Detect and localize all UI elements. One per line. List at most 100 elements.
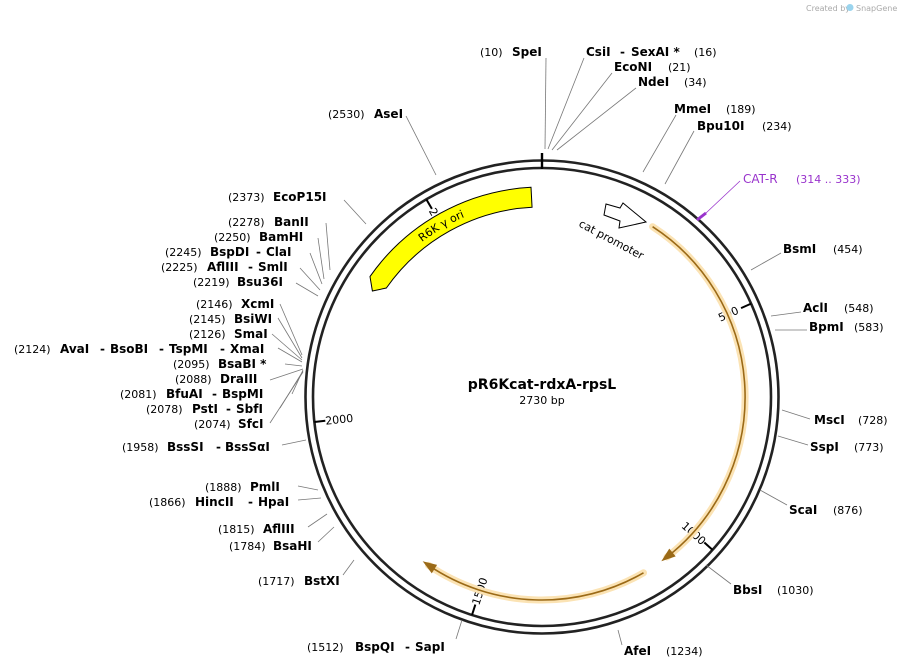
site-pos: (583) <box>854 321 884 334</box>
restriction-site-labels: (10) SpeI CsiI - SexAI * (16) EcoNI (21)… <box>14 45 888 658</box>
site-pos: (34) <box>684 76 707 89</box>
site-name[interactable]: BpmI <box>809 320 844 334</box>
site-name[interactable]: HpaI <box>258 495 289 509</box>
site-pos: (454) <box>833 243 863 256</box>
site-pos: (16) <box>694 46 717 59</box>
site-name[interactable]: XcmI <box>241 297 274 311</box>
site-pos: (1512) <box>307 641 344 654</box>
site-pos: (2225) <box>161 261 198 274</box>
site-separator: - <box>248 495 253 509</box>
site-pos: (1234) <box>666 645 703 658</box>
site-name[interactable]: SpeI <box>512 45 542 59</box>
site-pos: (2245) <box>165 246 202 259</box>
site-name[interactable]: NdeI <box>638 75 669 89</box>
site-name[interactable]: BstXI <box>304 574 340 588</box>
site-name[interactable]: HincII <box>195 495 234 509</box>
site-pos: (2145) <box>189 313 226 326</box>
cat-r-leader <box>705 180 741 214</box>
site-name[interactable]: BamHI <box>259 230 303 244</box>
site-name[interactable]: BsaBI * <box>218 357 267 371</box>
orf-arrowhead-2 <box>422 561 438 574</box>
site-pos: (21) <box>668 61 691 74</box>
site-pos: (1717) <box>258 575 295 588</box>
site-name[interactable]: MmeI <box>674 102 711 116</box>
site-name[interactable]: PmlI <box>250 480 280 494</box>
site-name[interactable]: SfcI <box>238 417 263 431</box>
site-pos: (2530) <box>328 108 365 121</box>
site-name[interactable]: AflIII <box>263 522 295 536</box>
site-name[interactable]: SmlI <box>258 260 288 274</box>
site-name[interactable]: PstI <box>192 402 218 416</box>
site-pos: (728) <box>858 414 888 427</box>
site-separator: - <box>216 440 221 454</box>
site-separator: - <box>100 342 105 356</box>
site-pos: (2074) <box>194 418 231 431</box>
orf-arrow-1[interactable] <box>652 226 746 558</box>
site-pos: (2278) <box>228 216 265 229</box>
site-name[interactable]: XmaI <box>230 342 264 356</box>
site-pos: (2373) <box>228 191 265 204</box>
site-name[interactable]: AflIII <box>207 260 239 274</box>
site-name[interactable]: SexAI * <box>631 45 680 59</box>
site-separator: - <box>212 387 217 401</box>
site-name[interactable]: Bsu36I <box>237 275 283 289</box>
site-pos: (2126) <box>189 328 226 341</box>
site-name[interactable]: EcoP15I <box>273 190 327 204</box>
site-name[interactable]: BfuAI <box>166 387 203 401</box>
ring-tick-2000 <box>314 419 326 423</box>
site-pos: (2078) <box>146 403 183 416</box>
site-name[interactable]: ClaI <box>266 245 291 259</box>
site-name[interactable]: BssSαI <box>225 440 270 454</box>
site-name[interactable]: SapI <box>415 640 445 654</box>
site-pos: (10) <box>480 46 503 59</box>
site-name[interactable]: SspI <box>810 440 839 454</box>
site-pos: (1030) <box>777 584 814 597</box>
site-name[interactable]: ScaI <box>789 503 817 517</box>
site-separator: - <box>248 260 253 274</box>
site-name[interactable]: BsaHI <box>273 539 312 553</box>
orf-arrow-2[interactable] <box>428 564 644 601</box>
site-name[interactable]: AseI <box>374 107 403 121</box>
cat-r-marker[interactable] <box>696 211 707 222</box>
site-name[interactable]: BspDI <box>210 245 249 259</box>
site-name[interactable]: BsmI <box>783 242 816 256</box>
ring-tick-500 <box>740 302 752 310</box>
site-name[interactable]: EcoNI <box>614 60 652 74</box>
plasmid-name: pR6Kcat-rdxA-rpsL <box>468 377 617 393</box>
site-name[interactable]: AfeI <box>624 644 651 658</box>
snapgene-logo-icon <box>846 4 854 11</box>
site-name[interactable]: MscI <box>814 413 845 427</box>
site-separator: - <box>226 402 231 416</box>
site-name[interactable]: BbsI <box>733 583 762 597</box>
site-separator: - <box>159 342 164 356</box>
site-pos: (1784) <box>229 540 266 553</box>
site-name[interactable]: BsoBI <box>110 342 148 356</box>
site-name[interactable]: AclI <box>803 301 828 315</box>
feature-r6k-ori-arrow[interactable] <box>369 186 533 292</box>
cat-r-label: CAT-R <box>743 172 778 186</box>
site-name[interactable]: Bpu10I <box>697 119 744 133</box>
site-pos: (1815) <box>218 523 255 536</box>
site-name[interactable]: DraIII <box>220 372 257 386</box>
site-name[interactable]: CsiI <box>586 45 611 59</box>
site-pos: (2219) <box>193 276 230 289</box>
site-pos: (876) <box>833 504 863 517</box>
site-name[interactable]: AvaI <box>60 342 89 356</box>
site-pos: (2095) <box>173 358 210 371</box>
site-separator: - <box>620 45 625 59</box>
site-pos: (234) <box>762 120 792 133</box>
site-name[interactable]: BspMI <box>222 387 263 401</box>
site-separator: - <box>220 342 225 356</box>
site-name[interactable]: SmaI <box>234 327 268 341</box>
site-name[interactable]: BsiWI <box>234 312 272 326</box>
site-separator: - <box>256 245 261 259</box>
site-name[interactable]: BspQI <box>355 640 395 654</box>
feature-cat-promoter-arrow[interactable] <box>603 202 648 229</box>
site-leaders <box>269 57 811 646</box>
site-name[interactable]: BanII <box>274 215 309 229</box>
site-name[interactable]: BssSI <box>167 440 204 454</box>
plasmid-size: 2730 bp <box>519 394 564 407</box>
site-name[interactable]: SbfI <box>236 402 263 416</box>
site-name[interactable]: TspMI <box>169 342 208 356</box>
